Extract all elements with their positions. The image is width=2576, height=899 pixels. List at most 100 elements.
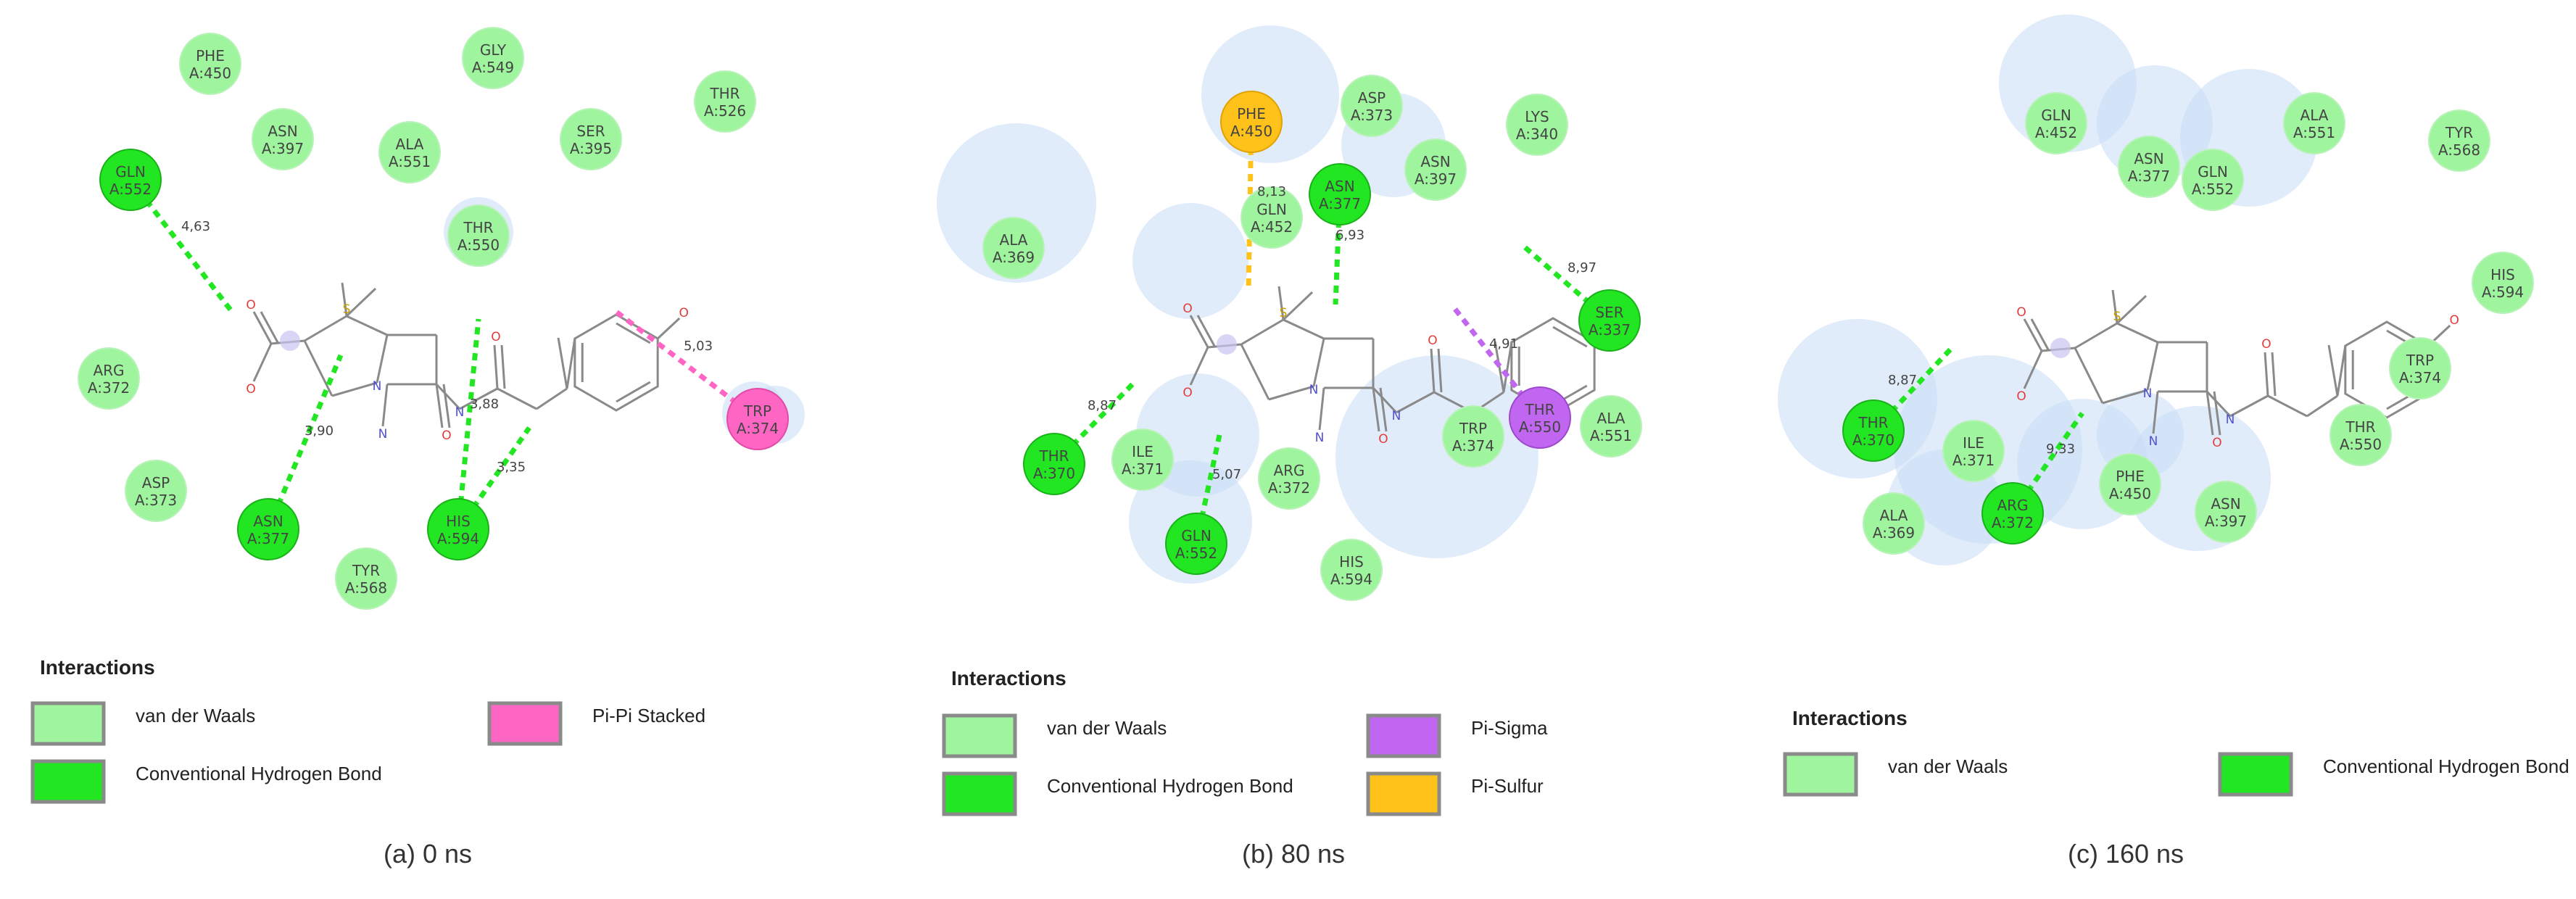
residue-disc — [694, 70, 756, 133]
ligand-bond — [500, 344, 506, 389]
residue-name: ASN — [253, 513, 283, 530]
ligand-bond — [303, 340, 334, 397]
legend-title: Interactions — [951, 667, 1067, 689]
residue-name: GLN — [115, 163, 146, 181]
ligand-benzene-ring — [573, 313, 659, 412]
atom-oxygen: O — [2016, 305, 2026, 320]
residue-id: A:373 — [1351, 107, 1393, 124]
ligand-bond — [459, 387, 498, 410]
residue-id: A:397 — [2205, 513, 2247, 530]
residue-id: A:552 — [1175, 544, 1217, 562]
legend-swatch — [30, 759, 106, 804]
residue-id: A:594 — [437, 530, 479, 547]
atom-oxygen: O — [246, 382, 255, 397]
ligand-bond — [2152, 391, 2159, 434]
ligand-bond — [566, 338, 576, 389]
residue-disc — [1341, 75, 1403, 137]
residue-disc — [2329, 404, 2392, 466]
ligand-bond — [1312, 338, 1325, 387]
ligand-bond — [376, 334, 389, 384]
ligand-bond — [497, 387, 537, 410]
ligand-bond — [346, 315, 388, 336]
ligand-bond — [2213, 391, 2221, 436]
ligand-bond — [1430, 348, 1436, 393]
panel-caption: (b) 80 ns — [1242, 839, 1345, 869]
atom-oxygen: O — [1378, 432, 1388, 447]
residue-id: A:551 — [1590, 427, 1632, 444]
ligand-bond — [2271, 352, 2277, 397]
interaction-distance-label: 3,88 — [470, 397, 499, 412]
interaction-distance-label: 8,97 — [1567, 260, 1596, 276]
ligand-bond — [1318, 387, 1325, 431]
panel-0ns: NNNSOOOOOPHEA:450GLYA:549THRA:526ASNA:39… — [30, 27, 805, 869]
ligand-bond — [1494, 341, 1505, 393]
ligand-bond — [2023, 350, 2043, 389]
ligand-bond — [1372, 387, 1380, 432]
residue-id: A:550 — [457, 236, 500, 254]
residue-id: A:371 — [1952, 452, 1995, 469]
ligand-bond — [381, 384, 389, 427]
legend-title: Interactions — [1792, 707, 1908, 729]
ligand-bond — [2327, 344, 2339, 397]
ligand-bond — [345, 287, 377, 318]
residue-disc — [1509, 386, 1571, 449]
ligand-bond — [1502, 341, 1513, 393]
residue-disc — [99, 149, 162, 211]
legend-label: van der Waals — [136, 705, 255, 726]
residue-name: ASN — [2211, 495, 2240, 513]
atom-sulfur: S — [2113, 310, 2121, 324]
legend-item: van der Waals — [1783, 752, 2008, 797]
residue-name: THR — [1038, 447, 1069, 465]
residue-id: A:397 — [262, 140, 304, 157]
residue-name: ARG — [1273, 462, 1304, 479]
residue-id: A:372 — [88, 379, 130, 397]
residue-id: A:452 — [2035, 124, 2077, 141]
residue-id: A:369 — [993, 249, 1035, 266]
ligand-bond — [435, 384, 444, 428]
residue-disc — [1241, 186, 1303, 249]
residue-name: PHE — [196, 47, 225, 65]
residue-id: A:568 — [345, 579, 387, 597]
ligand-bond — [1277, 286, 1285, 320]
residue-name: ARG — [93, 362, 124, 379]
ligand-bond — [1372, 386, 1398, 414]
legend-swatch — [1783, 752, 1858, 797]
residue-id: A:552 — [2192, 181, 2234, 198]
residue-id: A:372 — [1268, 479, 1310, 497]
legend-label: van der Waals — [1047, 717, 1167, 739]
residue-disc — [447, 204, 510, 267]
legend-item: van der Waals — [942, 713, 1167, 758]
legend-swatch — [1366, 771, 1441, 816]
residue-id: A:549 — [472, 59, 514, 76]
ligand-bond — [616, 322, 651, 344]
residue-id: A:377 — [247, 530, 289, 547]
ligand-bond — [1437, 348, 1443, 393]
atom-nitrogen: N — [455, 405, 465, 420]
residue-name: LYS — [1525, 108, 1549, 125]
residue-id: A:369 — [1873, 524, 1915, 542]
residue-disc — [1165, 513, 1227, 575]
atom-sulfur: S — [343, 302, 351, 317]
ligand-bond — [1283, 318, 1325, 340]
legend-item: Pi-Sulfur — [1366, 771, 1544, 816]
